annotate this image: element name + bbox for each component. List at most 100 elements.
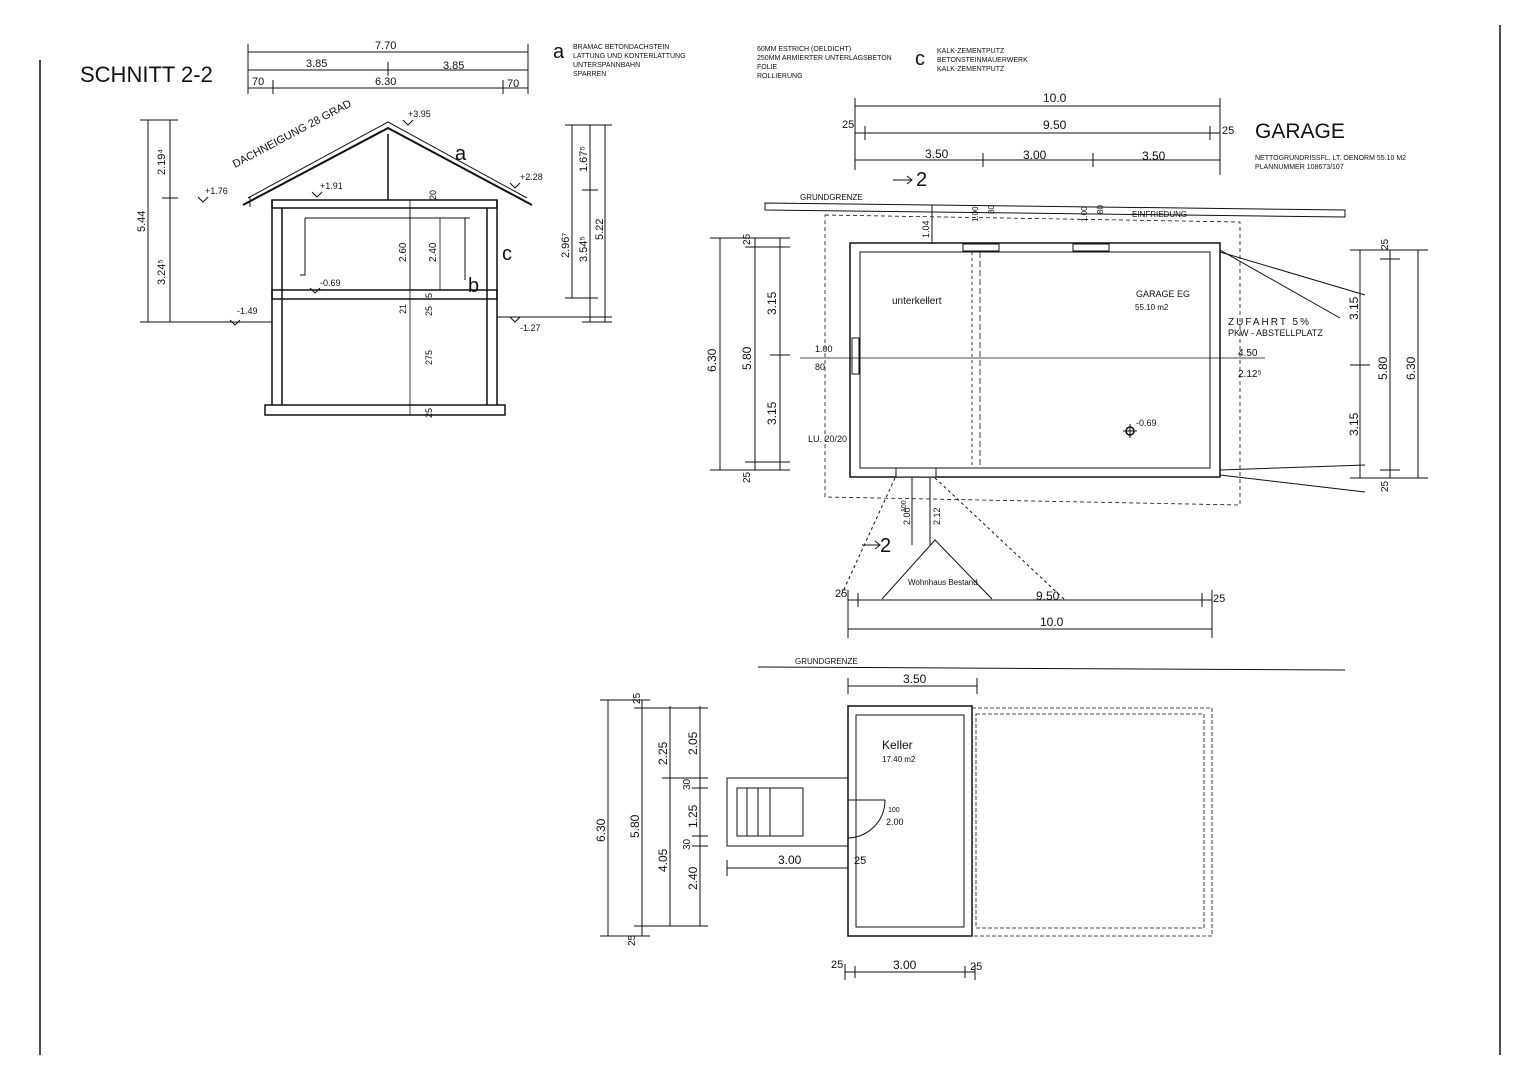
level-floor: -0.69 xyxy=(320,278,341,288)
dim-right-354: 3.54⁵ xyxy=(578,236,590,262)
level-ground-right: -1.27 xyxy=(520,323,541,333)
basement-dim-25a: 25 xyxy=(632,692,643,704)
garage-door-opening xyxy=(895,467,937,478)
garage-bottom-25-left: 25 xyxy=(835,588,847,600)
garage-right-25a: 25 xyxy=(1380,238,1391,250)
legend-b-line-3: FOLIE xyxy=(757,64,778,71)
basement-left-dim-lines xyxy=(600,699,708,937)
level-ridge: +3.95 xyxy=(408,109,431,119)
dim-left-324: 3.24⁵ xyxy=(156,259,168,285)
garage-dim-top-right-25: 25 xyxy=(1222,125,1234,137)
section-title: SCHNITT 2-2 xyxy=(80,62,213,87)
basement-door-swing xyxy=(847,799,886,839)
window-2-dim-b: 80 xyxy=(1096,205,1105,214)
dim-right-167: 1.67⁵ xyxy=(578,146,590,172)
access-dim-1: 4.50 xyxy=(1238,348,1258,359)
garage-left-630: 6.30 xyxy=(705,348,719,372)
garage-right-630: 6.30 xyxy=(1404,356,1418,380)
section-marker-arrowhead-bottom xyxy=(874,540,881,550)
dim-inner-25: 25 xyxy=(424,306,434,316)
section-left-dim-lines xyxy=(140,119,178,323)
section-marker-arrowhead-top xyxy=(906,175,913,185)
garage-walls xyxy=(849,242,1221,478)
garage-bottom-950: 9.50 xyxy=(1036,589,1060,603)
access-lines xyxy=(1219,249,1366,493)
marker-c: c xyxy=(502,243,512,265)
access-line-2: PKW - ABSTELLPLATZ xyxy=(1228,328,1323,338)
vent-label: LU. 20/20 xyxy=(808,434,847,444)
door-dim-212: 2.12 xyxy=(932,507,942,525)
legend-b-line-2: 250MM ARMIERTER UNTERLAGSBETON xyxy=(757,55,892,62)
basement-dim-580: 5.80 xyxy=(628,814,642,838)
garage-right-dim-lines xyxy=(1350,249,1428,479)
legend-c-line-2: BETONSTEINMAUERWERK xyxy=(937,57,1028,64)
stair-dim: 3.00 xyxy=(778,853,802,867)
legend-a-line-3: UNTERSPANNBAHN xyxy=(573,62,640,69)
basement-bottom-300: 3.00 xyxy=(893,958,917,972)
basement-room-label: Keller xyxy=(882,738,913,752)
room-left-label: unterkellert xyxy=(892,296,942,307)
existing-house-label: Wohnhaus Bestand xyxy=(908,578,978,587)
garage-subtitle-2: PLANNUMMER 108673/107 xyxy=(1255,164,1344,171)
basement-top-dim-lines xyxy=(847,678,978,694)
section-inner-dim-lines xyxy=(409,208,441,290)
basement-door-dim-a: 100 xyxy=(888,807,900,814)
boundary-strip xyxy=(764,202,1346,218)
window-side-dim-a: 1.00 xyxy=(815,344,833,354)
basement-dim-405: 4.05 xyxy=(656,848,670,872)
roof-pitch-label: DACHNEIGUNG 28 GRAD xyxy=(231,98,354,171)
section-marker-bottom: 2 xyxy=(880,535,891,557)
basement-stairs xyxy=(726,777,849,847)
access-dim-2: 2.12⁵ xyxy=(1238,369,1262,380)
roof-outline xyxy=(242,121,533,207)
level-eave-left: +1.76 xyxy=(205,186,228,196)
garage-bottom-25-right: 25 xyxy=(1213,593,1225,605)
garage-boundary-label: GRUNDGRENZE xyxy=(800,193,863,202)
section-right-dim-lines xyxy=(565,124,612,323)
basement-dim-225: 2.25 xyxy=(656,741,670,765)
window-1-dim-b: 80 xyxy=(987,205,996,214)
basement-bottom-25-right: 25 xyxy=(970,961,982,973)
existing-house-outline xyxy=(839,477,1066,601)
dim-right-522: 5.22 xyxy=(594,219,606,240)
window-side-dim-b: 80 xyxy=(815,362,825,372)
garage-bottom-overall: 10.0 xyxy=(1040,615,1064,629)
dim-overall-770: 7.70 xyxy=(375,40,396,52)
garage-left-25a: 25 xyxy=(742,233,753,245)
garage-bottom-dim-lines xyxy=(847,590,1213,638)
legend-a-letter: a xyxy=(553,41,565,63)
dim-right-half: 3.85 xyxy=(443,60,464,72)
garage-title: GARAGE xyxy=(1255,120,1345,143)
basement-dim-30b: 30 xyxy=(682,838,693,850)
room-right-label: GARAGE EG xyxy=(1136,289,1190,299)
garage-left-25b: 25 xyxy=(742,471,753,483)
dim-right-overhang: 70 xyxy=(507,78,519,90)
basement-boundary-line xyxy=(757,666,1346,671)
garage-right-315a: 3.15 xyxy=(1347,296,1361,320)
dim-right-296: 2.96⁷ xyxy=(560,233,572,258)
legend-a-line-4: SPARREN xyxy=(573,71,606,78)
window-1-dim-a: 1.00 xyxy=(971,206,980,222)
legend-a-line-1: BRAMAC BETONDACHSTEIN xyxy=(573,44,669,51)
dim-left-half: 3.85 xyxy=(306,58,327,70)
door-dim-200: 2.00 xyxy=(902,507,912,525)
window-2 xyxy=(1072,243,1110,252)
garage-subtitle-1: NETTOGRUNDRISSFL. LT. OENORM 55.10 M2 xyxy=(1255,155,1406,162)
dim-left-overhang: 70 xyxy=(252,76,264,88)
garage-plan: GARAGE NETTOGRUNDRISSFL. LT. OENORM 55.1… xyxy=(705,91,1428,638)
basement-bottom-25-left: 25 xyxy=(831,959,843,971)
garage-level: -0.69 xyxy=(1136,418,1157,428)
basement-room-area: 17.40 m2 xyxy=(882,755,916,764)
marker-a: a xyxy=(455,143,467,165)
basement-top-dim: 3.50 xyxy=(903,672,927,686)
basement-dim-125: 1.25 xyxy=(686,804,700,828)
garage-dim-top-left-25: 25 xyxy=(842,119,854,131)
level-markers xyxy=(197,119,521,326)
garage-dim-overall-top: 10.0 xyxy=(1043,91,1067,105)
stair-dim-lines xyxy=(726,860,849,876)
plot-dashed-outline xyxy=(824,214,1241,506)
garage-left-315b: 3.15 xyxy=(765,401,779,425)
section-top-dimensions xyxy=(247,44,529,94)
dim-inner-260: 2.60 xyxy=(398,242,409,262)
